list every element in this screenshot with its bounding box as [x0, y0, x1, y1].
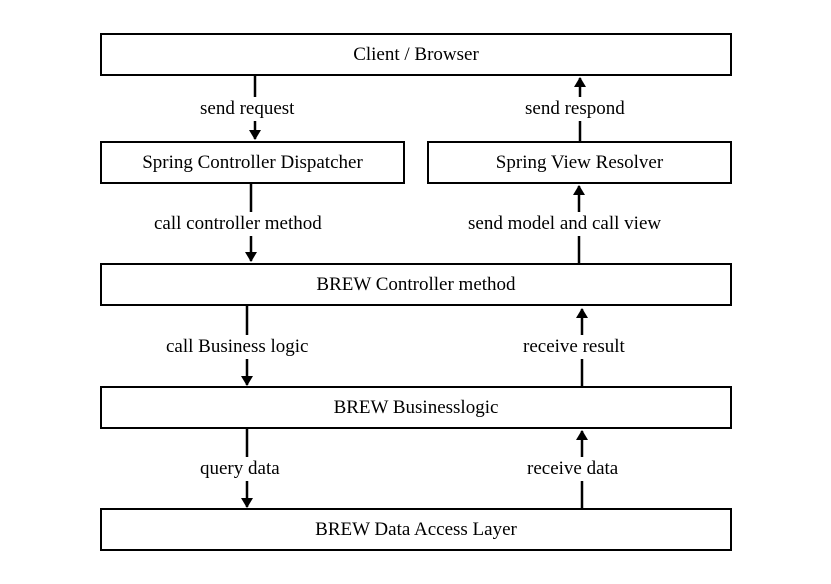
label-send-model-and-call-view: send model and call view	[466, 212, 664, 236]
spring-view-resolver-box: Spring View Resolver	[427, 141, 732, 184]
label-call-business-logic: call Business logic	[164, 335, 311, 359]
brew-data-access-layer-box: BREW Data Access Layer	[100, 508, 732, 551]
label-receive-data: receive data	[525, 457, 621, 481]
label-send-respond: send respond	[523, 97, 627, 121]
spring-controller-dispatcher-box: Spring Controller Dispatcher	[100, 141, 405, 184]
brew-businesslogic-box: BREW Businesslogic	[100, 386, 732, 429]
label-call-controller-method: call controller method	[152, 212, 324, 236]
label-send-request: send request	[198, 97, 297, 121]
client-browser-box: Client / Browser	[100, 33, 732, 76]
label-receive-result: receive result	[521, 335, 627, 359]
brew-controller-method-box: BREW Controller method	[100, 263, 732, 306]
label-query-data: query data	[198, 457, 282, 481]
